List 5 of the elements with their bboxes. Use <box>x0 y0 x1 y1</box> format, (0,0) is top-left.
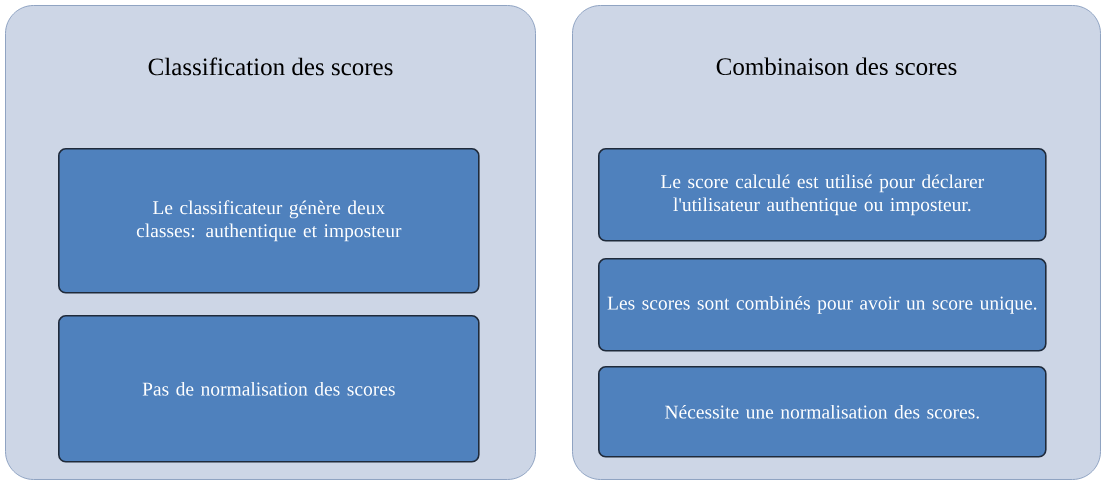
text-box: Nécessite une normalisation des scores. <box>598 366 1047 458</box>
text-box: Pas de normalisation des scores <box>58 315 480 463</box>
text-box: Les scores sont combinés pour avoir un score unique. <box>598 258 1047 352</box>
text-box: Le classificateur génère deux classes: authentique et imposteur <box>58 148 480 294</box>
text-box: Le score calculé est utilisé pour déclarer l'utilisateur authentique ou imposteur. <box>598 148 1047 242</box>
